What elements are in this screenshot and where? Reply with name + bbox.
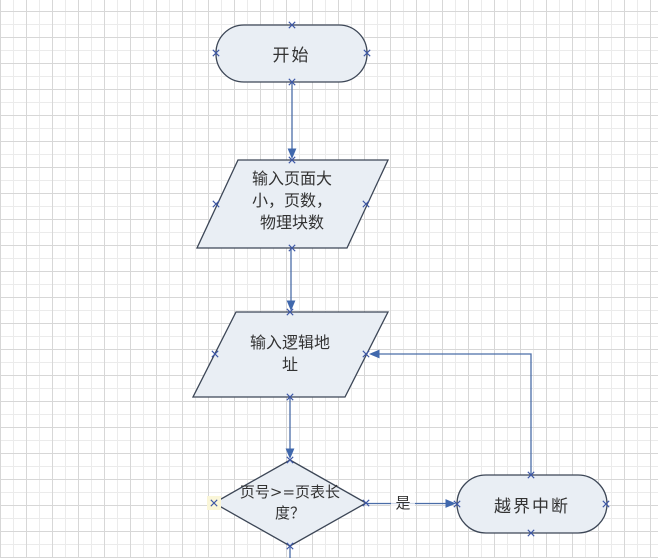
arrowhead-right: [445, 499, 456, 508]
arrowhead-down-3: [285, 448, 295, 459]
arrowhead-down-1: [287, 148, 297, 159]
node-input-logical-address-shape[interactable]: [191, 311, 390, 398]
node-input-page-info-shape[interactable]: [195, 159, 390, 249]
arrowhead-left: [369, 349, 380, 359]
connector-interrupt-to-logical[interactable]: [379, 353, 532, 475]
arrowhead-down-2: [286, 300, 296, 311]
connection-point-marks: [210, 21, 610, 550]
node-page-check-shape[interactable]: [212, 459, 368, 547]
node-start-shape[interactable]: [215, 24, 368, 83]
node-out-of-bounds-shape[interactable]: [456, 474, 608, 534]
